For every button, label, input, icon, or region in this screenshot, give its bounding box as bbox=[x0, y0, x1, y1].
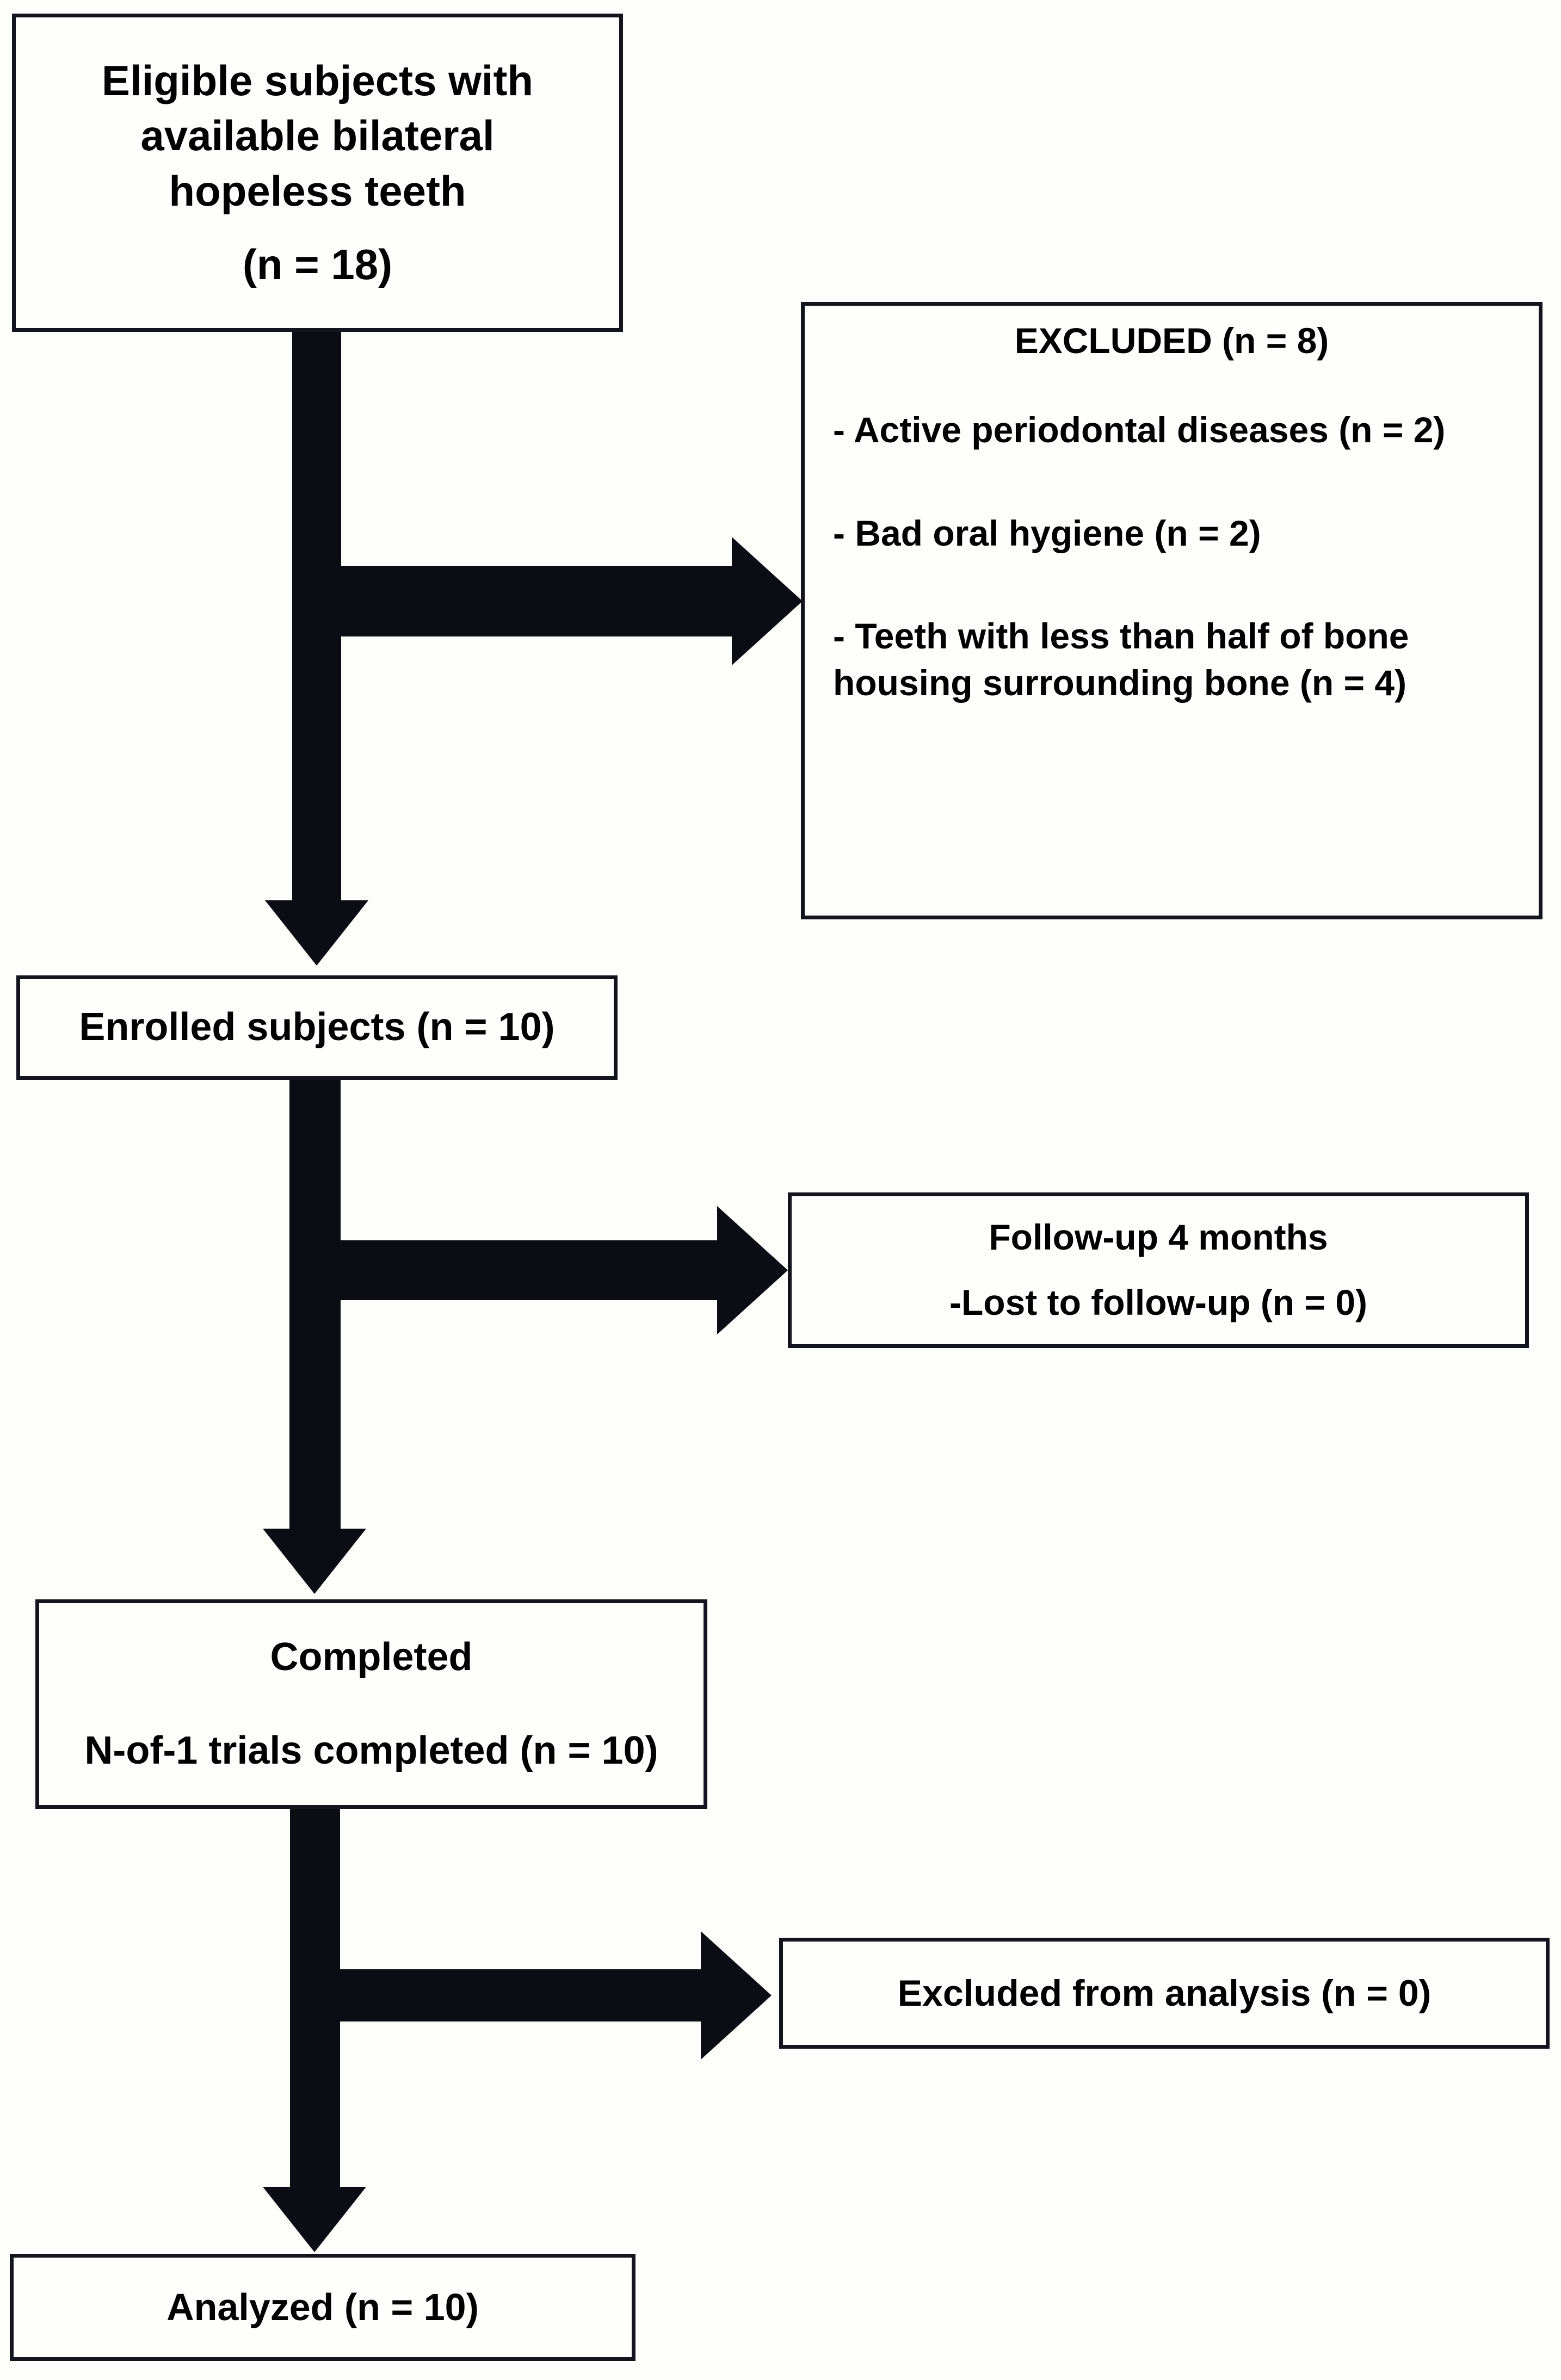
excluded-reason-1: - Active periodontal diseases (n = 2) bbox=[833, 409, 1446, 450]
arrow-completed-to-analyzed-head bbox=[263, 2187, 366, 2252]
eligible-subjects-box: Eligible subjects with available bilater… bbox=[12, 14, 623, 332]
eligible-line-3: hopeless teeth bbox=[169, 166, 466, 215]
arrow-completed-to-analyzed-shaft bbox=[290, 1807, 340, 2188]
arrow-eligible-to-enrolled-shaft bbox=[292, 330, 341, 901]
completed-trials: N-of-1 trials completed (n = 10) bbox=[84, 1728, 658, 1772]
excluded-from-analysis-box: Excluded from analysis (n = 0) bbox=[779, 1938, 1550, 2049]
arrow-enrolled-to-completed-head bbox=[263, 1529, 366, 1594]
excluded-box: EXCLUDED (n = 8) - Active periodontal di… bbox=[801, 302, 1543, 919]
excluded-reason-2: - Bad oral hygiene (n = 2) bbox=[833, 512, 1261, 553]
follow-up-title: Follow-up 4 months bbox=[989, 1217, 1328, 1258]
arrow-eligible-to-excluded-head bbox=[732, 537, 803, 665]
eligible-count: (n = 18) bbox=[242, 240, 393, 288]
eligible-line-2: available bilateral bbox=[140, 112, 495, 160]
excluded-reason-3-line-2: housing surrounding bone (n = 4) bbox=[833, 663, 1407, 703]
enrolled-subjects-box: Enrolled subjects (n = 10) bbox=[16, 975, 618, 1080]
eligible-line-1: Eligible subjects with bbox=[101, 56, 534, 104]
completed-title: Completed bbox=[270, 1635, 473, 1679]
excluded-gap-2 bbox=[833, 454, 1510, 510]
arrow-completed-to-excluded-analysis-shaft bbox=[337, 1969, 703, 2022]
analyzed-box: Analyzed (n = 10) bbox=[10, 2254, 635, 2361]
excluded-from-analysis-label: Excluded from analysis (n = 0) bbox=[897, 1972, 1432, 2014]
follow-up-box: Follow-up 4 months -Lost to follow-up (n… bbox=[788, 1192, 1529, 1348]
excluded-gap-1 bbox=[833, 364, 1510, 407]
arrow-completed-to-excluded-analysis-head bbox=[701, 1931, 772, 2060]
arrow-enrolled-to-followup-head bbox=[717, 1206, 788, 1334]
arrow-enrolled-to-followup-shaft bbox=[337, 1240, 718, 1300]
completed-box: Completed N-of-1 trials completed (n = 1… bbox=[35, 1599, 707, 1809]
arrow-eligible-to-excluded-shaft bbox=[337, 566, 733, 636]
arrow-eligible-to-enrolled-head bbox=[265, 900, 368, 966]
follow-up-lost: -Lost to follow-up (n = 0) bbox=[949, 1282, 1368, 1322]
excluded-reason-3-line-1: - Teeth with less than half of bone bbox=[833, 616, 1409, 657]
enrolled-label: Enrolled subjects (n = 10) bbox=[79, 1005, 555, 1049]
arrow-enrolled-to-completed-shaft bbox=[289, 1078, 341, 1530]
excluded-gap-3 bbox=[833, 557, 1510, 613]
excluded-heading: EXCLUDED (n = 8) bbox=[1014, 320, 1329, 361]
analyzed-label: Analyzed (n = 10) bbox=[166, 2286, 479, 2328]
